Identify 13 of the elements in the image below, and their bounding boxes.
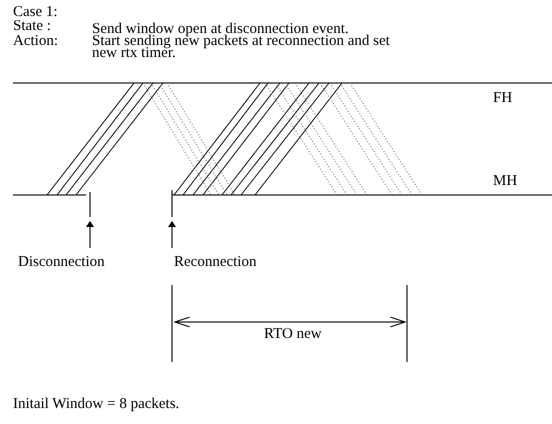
event-label: Reconnection <box>174 255 256 269</box>
arrow <box>168 221 176 248</box>
interval-label: RTO new <box>264 327 322 341</box>
action-text: Start sending new packets at reconnection and set new rtx timer. <box>92 35 391 59</box>
state-text: Send window open at disconnection event. <box>92 22 349 36</box>
host-label: MH <box>493 174 518 188</box>
note-text: Initail Window = 8 packets. <box>13 397 180 411</box>
arrow <box>86 221 94 248</box>
host-label: FH <box>493 91 512 105</box>
event-label: Disconnection <box>18 255 105 269</box>
field-label: Action: <box>13 34 58 48</box>
field-label: State : <box>13 19 51 33</box>
heading: Case 1: <box>13 5 58 19</box>
